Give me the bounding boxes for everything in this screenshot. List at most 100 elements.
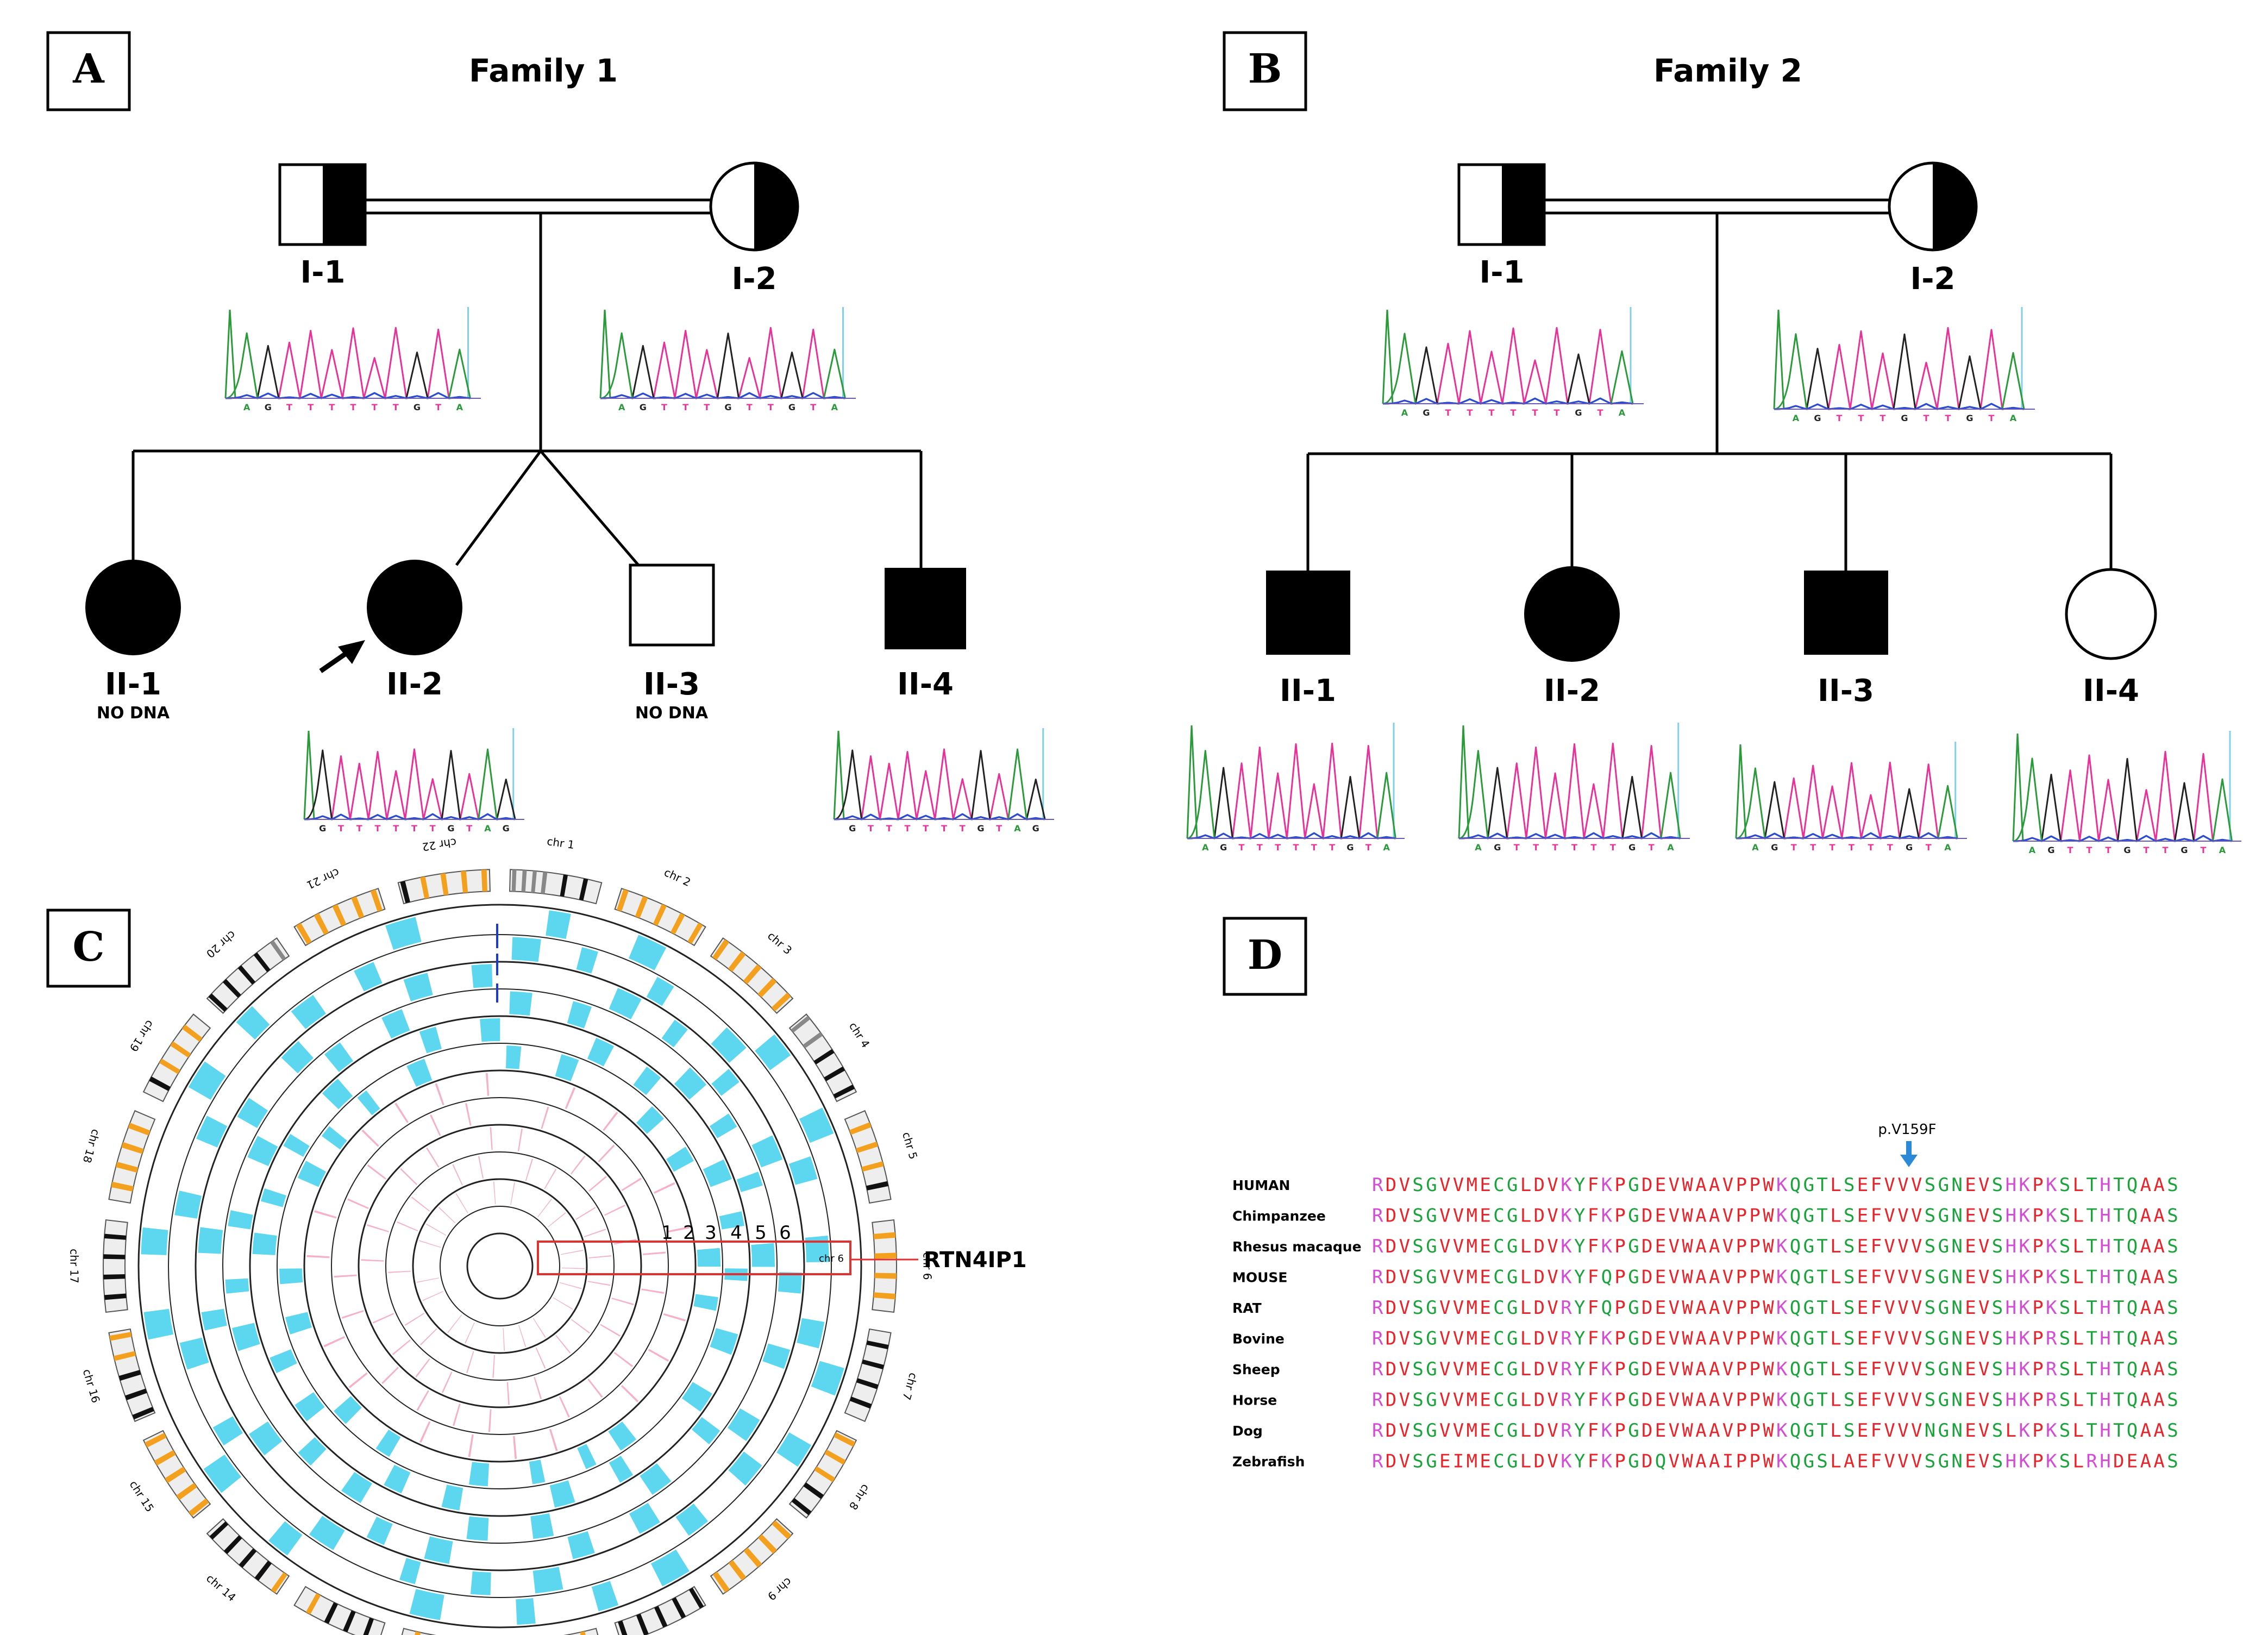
residue: G bbox=[1426, 1389, 1437, 1411]
residue: K bbox=[2019, 1358, 2030, 1380]
residue: M bbox=[1467, 1420, 1477, 1442]
residue: L bbox=[2006, 1420, 2016, 1442]
species-label: Rhesus macaque bbox=[1232, 1239, 1362, 1255]
residue: T bbox=[1816, 1297, 1827, 1319]
residue: R bbox=[2046, 1389, 2057, 1411]
residue: A bbox=[2140, 1205, 2151, 1227]
residue: P bbox=[1614, 1451, 1625, 1473]
residue: R bbox=[1372, 1205, 1383, 1227]
residue: V bbox=[1547, 1236, 1558, 1257]
residue: T bbox=[2086, 1205, 2097, 1227]
track-number: 2 bbox=[683, 1222, 695, 1244]
trace-base-label: T bbox=[1649, 842, 1655, 853]
species-label: RAT bbox=[1232, 1300, 1262, 1316]
residue: V bbox=[1722, 1297, 1733, 1319]
residue: S bbox=[1925, 1328, 1935, 1350]
residue: Y bbox=[1574, 1328, 1585, 1350]
a-id-II-1: II-1 bbox=[105, 667, 161, 702]
residue: V bbox=[1439, 1174, 1450, 1196]
a-individual-I-1 bbox=[278, 163, 367, 246]
residue: F bbox=[1588, 1174, 1599, 1196]
residue: P bbox=[1736, 1236, 1747, 1257]
residue: V bbox=[1547, 1174, 1558, 1196]
residue: H bbox=[2006, 1297, 2016, 1319]
residue: W bbox=[1763, 1389, 1774, 1411]
residue: T bbox=[2113, 1236, 2124, 1257]
residue: V bbox=[1547, 1205, 1558, 1227]
residue: V bbox=[1722, 1205, 1733, 1227]
trace-base-label: T bbox=[2087, 845, 2092, 855]
trace-base-label: T bbox=[868, 823, 874, 834]
residue: H bbox=[2006, 1174, 2016, 1196]
a-id-II-3: II-3 bbox=[643, 667, 700, 702]
residue: E bbox=[1965, 1205, 1976, 1227]
residue: Q bbox=[2127, 1420, 2138, 1442]
residue: V bbox=[1897, 1358, 1908, 1380]
residue: V bbox=[1669, 1328, 1680, 1350]
trace-base-label: T bbox=[2201, 845, 2207, 855]
residue: A bbox=[1695, 1328, 1706, 1350]
residue: V bbox=[1669, 1205, 1680, 1227]
residue: A bbox=[2140, 1328, 2151, 1350]
residue: E bbox=[1655, 1389, 1666, 1411]
residue: M bbox=[1467, 1174, 1477, 1196]
residue: D bbox=[1534, 1174, 1545, 1196]
trace-base-label: T bbox=[682, 402, 688, 412]
residue: S bbox=[1844, 1358, 1855, 1380]
residue: S bbox=[2059, 1358, 2070, 1380]
trace-base-label: T bbox=[768, 402, 774, 412]
trace-base-label: G bbox=[2181, 845, 2188, 855]
residue: V bbox=[1911, 1267, 1922, 1288]
ideogram-chr-12 bbox=[401, 1627, 437, 1635]
residue: F bbox=[1588, 1267, 1599, 1288]
residue: V bbox=[1978, 1236, 1989, 1257]
residue: A bbox=[1844, 1451, 1855, 1473]
trace-base-label: G bbox=[1575, 408, 1582, 418]
residue: T bbox=[1816, 1174, 1827, 1196]
residue: V bbox=[1453, 1389, 1464, 1411]
residue: S bbox=[2167, 1451, 2178, 1473]
residue: V bbox=[1897, 1267, 1908, 1288]
trace-base-label: T bbox=[372, 402, 378, 412]
residue: E bbox=[1480, 1205, 1490, 1227]
residue: R bbox=[1561, 1420, 1572, 1442]
residue: G bbox=[1938, 1358, 1949, 1380]
trace-base-label: G bbox=[413, 402, 421, 412]
residue: V bbox=[1884, 1205, 1895, 1227]
residue: G bbox=[1628, 1420, 1639, 1442]
trace-base-label: T bbox=[923, 823, 929, 834]
trace-base-label: T bbox=[393, 402, 399, 412]
trace-base-label: T bbox=[308, 402, 314, 412]
residue: G bbox=[1938, 1328, 1949, 1350]
residue: D bbox=[1534, 1389, 1545, 1411]
residue: G bbox=[1628, 1297, 1639, 1319]
residue: V bbox=[1884, 1174, 1895, 1196]
residue: D bbox=[1386, 1358, 1396, 1380]
residue: A bbox=[2153, 1267, 2164, 1288]
residue: G bbox=[1426, 1205, 1437, 1227]
highlight-chromosome-label: chr 6 bbox=[819, 1253, 844, 1264]
panel-a-label: A bbox=[72, 46, 105, 92]
residue: L bbox=[2073, 1174, 2084, 1196]
residue: V bbox=[1669, 1451, 1680, 1473]
chromosome-label: chr 5 bbox=[900, 1131, 920, 1161]
residue: V bbox=[1897, 1236, 1908, 1257]
trace-base-label: A bbox=[831, 402, 838, 412]
residue: G bbox=[1507, 1358, 1518, 1380]
trace-base-label: A bbox=[1014, 823, 1021, 834]
a-id-I-2: I-2 bbox=[731, 261, 776, 297]
residue: P bbox=[1736, 1267, 1747, 1288]
residue: V bbox=[1897, 1174, 1908, 1196]
residue: S bbox=[2167, 1267, 2178, 1288]
residue: Q bbox=[1790, 1205, 1801, 1227]
residue: V bbox=[1439, 1236, 1450, 1257]
residue: S bbox=[2059, 1451, 2070, 1473]
residue: V bbox=[1978, 1205, 1989, 1227]
residue: V bbox=[1884, 1328, 1895, 1350]
trace-base-label: A bbox=[2219, 845, 2226, 855]
residue: F bbox=[1871, 1389, 1882, 1411]
residue: F bbox=[1588, 1297, 1599, 1319]
